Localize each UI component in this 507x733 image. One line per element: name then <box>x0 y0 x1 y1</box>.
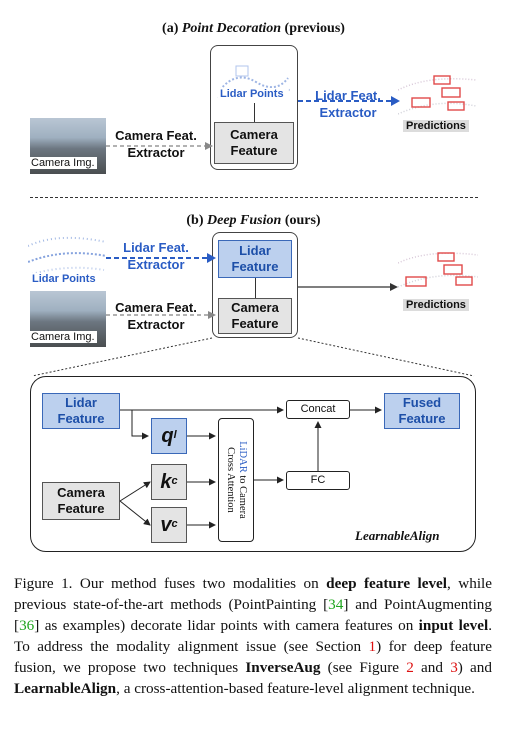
fusion-container-b <box>212 232 298 338</box>
camera-feature-b: Camera Feature <box>218 298 292 334</box>
caption-text: Figure 1. Our method fuses two modalitie… <box>14 575 327 592</box>
camera-feature-a: Camera Feature <box>214 122 294 164</box>
caption-text: ] and PointAugmenting [ <box>14 596 492 634</box>
learnable-align-panel <box>30 376 476 552</box>
query-letter: q <box>161 424 174 447</box>
caption-text: ] as examples) decorate lidar points wit… <box>34 617 419 634</box>
camera-extractor-b-label: Camera Feat. Extractor <box>115 300 197 332</box>
panel-a-title-prefix: (a) <box>162 21 182 36</box>
lidar-points-a <box>217 65 291 99</box>
panel-a-title: (a) Point Decoration (previous) <box>0 21 507 37</box>
fused-feature-box: Fused Feature <box>384 393 460 429</box>
caption-bold: LearnableAlign <box>14 680 117 697</box>
value-letter: v <box>160 513 172 536</box>
lidar-extractor-b-label: Lidar Feat. Extractor <box>123 240 189 272</box>
fc-box: FC <box>286 471 350 490</box>
predictions-a-label: Predictions <box>403 120 469 132</box>
key-sup: c <box>171 475 178 488</box>
camera-image-b-label: Camera Img. <box>29 331 97 343</box>
learnable-align-arrows <box>119 406 382 529</box>
predictions-b-label: Predictions <box>403 299 469 311</box>
camera-image-a-label: Camera Img. <box>29 157 97 169</box>
panel-b-title: (b) Deep Fusion (ours) <box>0 213 507 229</box>
camera-extractor-a-label: Camera Feat. Extractor <box>115 128 197 160</box>
caption-bold: deep feature level <box>326 575 448 592</box>
caption-text: , a cross-attention-based feature-level … <box>116 680 475 697</box>
connector-a-vertical <box>254 103 255 122</box>
key-letter: k <box>160 470 172 493</box>
lidar-points-a-label: Lidar Points <box>218 88 286 100</box>
concat-box: Concat <box>286 400 350 419</box>
connector-b-vertical <box>255 278 256 298</box>
query-sup: l <box>173 429 177 442</box>
citation-link[interactable]: 36 <box>19 617 35 634</box>
arrows-a <box>106 96 400 150</box>
figure-link[interactable]: 2 <box>406 659 414 676</box>
caption-text: , while previous state-of-the-art method… <box>14 575 493 613</box>
caption-text: ) for deep feature fusion, we propose tw… <box>14 638 492 676</box>
figure-caption: Figure 1. Our method fuses two modalitie… <box>14 573 492 699</box>
caption-text: . To address the modality alignment issu… <box>14 617 492 655</box>
panel-b-title-prefix: (b) <box>186 213 208 228</box>
caption-bold: InverseAug <box>245 659 321 676</box>
la-lidar-feature: Lidar Feature <box>42 393 120 429</box>
lidar-points-b <box>28 236 106 275</box>
cross-attention-box: LiDAR to Camera Cross Attention <box>218 418 254 542</box>
lidar-extractor-a-label: Lidar Feat. Extractor <box>315 88 381 120</box>
lidar-feature-b: Lidar Feature <box>218 240 292 278</box>
predictions-b-image <box>398 252 478 288</box>
section-link[interactable]: 1 <box>368 638 377 655</box>
la-camera-feature: Camera Feature <box>42 482 120 520</box>
predictions-a-image <box>398 75 476 115</box>
arrows-b <box>31 253 475 377</box>
citation-link[interactable]: 34 <box>328 596 344 613</box>
value-sup: c <box>171 518 178 531</box>
caption-text: (see Figure <box>320 659 407 676</box>
figure-link[interactable]: 3 <box>450 659 458 676</box>
learnable-align-name: LearnableAlign <box>355 528 440 543</box>
panel-a-title-suffix: (previous) <box>281 21 345 36</box>
panel-separator <box>30 197 478 198</box>
caption-text: ) and <box>457 659 492 676</box>
caption-text: and <box>413 659 451 676</box>
caption-bold: input level <box>418 617 489 634</box>
lidar-points-b-label: Lidar Points <box>30 273 98 285</box>
panel-a-title-em: Point Decoration <box>181 21 282 36</box>
fusion-container-a <box>210 45 298 170</box>
panel-b-title-em: Deep Fusion <box>207 213 282 228</box>
panel-b-title-suffix: (ours) <box>281 213 321 228</box>
